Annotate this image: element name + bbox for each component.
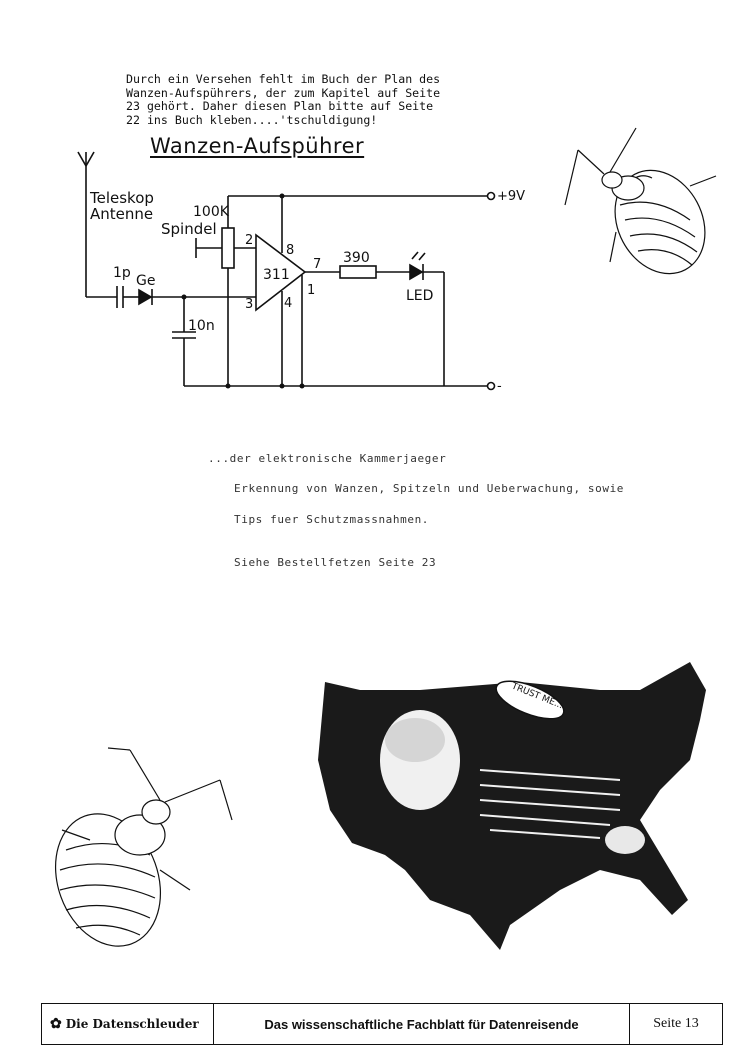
ad-line: Tips fuer Schutzmassnahmen. — [234, 513, 430, 526]
ad-line: Siehe Bestellfetzen Seite 23 — [234, 556, 437, 569]
footer-logo: ✿ Die Datenschleuder — [42, 1004, 214, 1044]
footer-page-number: Seite 13 — [653, 1016, 699, 1031]
pot-label: Spindel — [161, 220, 217, 238]
antenna-label: Teleskop — [89, 189, 154, 207]
intro-line: Wanzen-Aufspührers, der zum Kapitel auf … — [126, 85, 441, 100]
ic-label: 311 — [263, 267, 290, 283]
usa-map-collage: TRUST ME... — [318, 662, 706, 950]
intro-line: Durch ein Versehen fehlt im Buch der Pla… — [126, 72, 441, 86]
antenna-label: Antenne — [90, 205, 153, 223]
bug-illustration-bottom — [54, 747, 233, 947]
intro-line: 22 ins Buch kleben....'tschuldigung! — [126, 112, 378, 127]
intro-note: Durch ein Versehen fehlt im Buch der Pla… — [126, 72, 486, 127]
led-label: LED — [406, 288, 433, 304]
footer-logo-text: Die Datenschleuder — [65, 1017, 199, 1031]
pot-value-label: 100K — [193, 204, 230, 220]
vplus-label: +9V — [497, 189, 525, 204]
pin-label: 2 — [245, 233, 253, 248]
pin-label: 1 — [307, 283, 315, 298]
pin-label: 4 — [284, 296, 292, 311]
diode-label: Ge — [136, 273, 155, 289]
bug-illustration-top — [564, 127, 717, 275]
cap1-label: 1p — [113, 265, 131, 281]
pin-label: 3 — [245, 297, 253, 312]
ad-line: ...der elektronische Kammerjaeger — [208, 452, 447, 465]
intro-line: 23 gehört. Daher diesen Plan bitte auf S… — [126, 99, 434, 113]
pin-label: 7 — [313, 257, 321, 272]
ad-line: Erkennung von Wanzen, Spitzeln und Ueber… — [234, 482, 625, 495]
page-title: Wanzen-Aufspührer — [150, 134, 365, 158]
bug-logo-icon: ✿ — [50, 1016, 62, 1032]
cap2-label: 10n — [188, 318, 215, 334]
resistor-label: 390 — [343, 250, 370, 266]
circuit-diagram: Teleskop Antenne 100K Spindel 1p Ge 10n … — [54, 127, 717, 950]
vminus-label: - — [497, 379, 502, 394]
page-footer: ✿ Die Datenschleuder Das wissenschaftlic… — [41, 1003, 723, 1045]
footer-tagline: Das wissenschaftliche Fachblatt für Date… — [214, 1004, 630, 1044]
pin-label: 8 — [286, 243, 294, 258]
